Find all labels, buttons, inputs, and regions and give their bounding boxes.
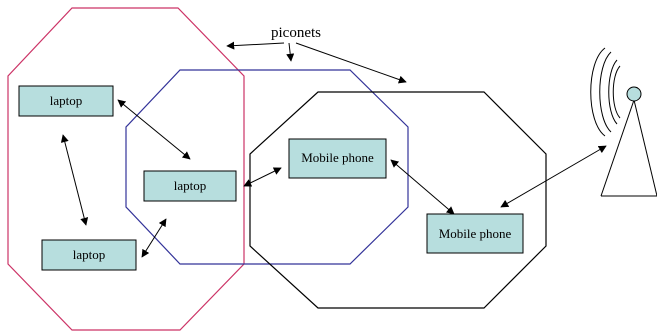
piconets-label-arrows <box>226 41 407 84</box>
laptop-box <box>41 239 137 271</box>
laptop-label: laptop <box>50 93 83 108</box>
access-point-tower-icon <box>590 47 657 197</box>
node-laptop-center: laptop <box>143 170 237 202</box>
laptop-box <box>143 170 237 202</box>
link-laptop-top-to-laptop-center <box>117 99 191 160</box>
piconet-left-boundary <box>7 7 245 331</box>
link-mobile-phone-2-to-access-point <box>500 145 607 208</box>
node-laptop-bottom: laptop <box>41 239 137 271</box>
link-laptop-top-to-laptop-bottom <box>60 134 89 226</box>
mobile-phone-box <box>426 213 524 254</box>
link-mobile-phone-1-to-mobile-phone-2 <box>390 159 455 215</box>
piconets-label: piconets <box>271 25 321 41</box>
connections <box>60 99 607 258</box>
node-mobile-phone-2: Mobile phone <box>426 213 524 254</box>
laptop-label: laptop <box>174 178 207 193</box>
node-laptop-top: laptop <box>18 85 114 117</box>
piconet-right-boundary <box>249 91 547 309</box>
link-laptop-center-to-mobile-phone-1 <box>243 167 282 187</box>
node-mobile-phone-1: Mobile phone <box>288 138 387 179</box>
mobile-phone-label: Mobile phone <box>301 150 374 165</box>
link-laptop-bottom-to-laptop-center <box>141 218 167 258</box>
mobile-phone-label: Mobile phone <box>439 226 512 241</box>
mobile-phone-box <box>288 138 387 179</box>
laptop-box <box>18 85 114 117</box>
laptop-label: laptop <box>73 247 106 262</box>
